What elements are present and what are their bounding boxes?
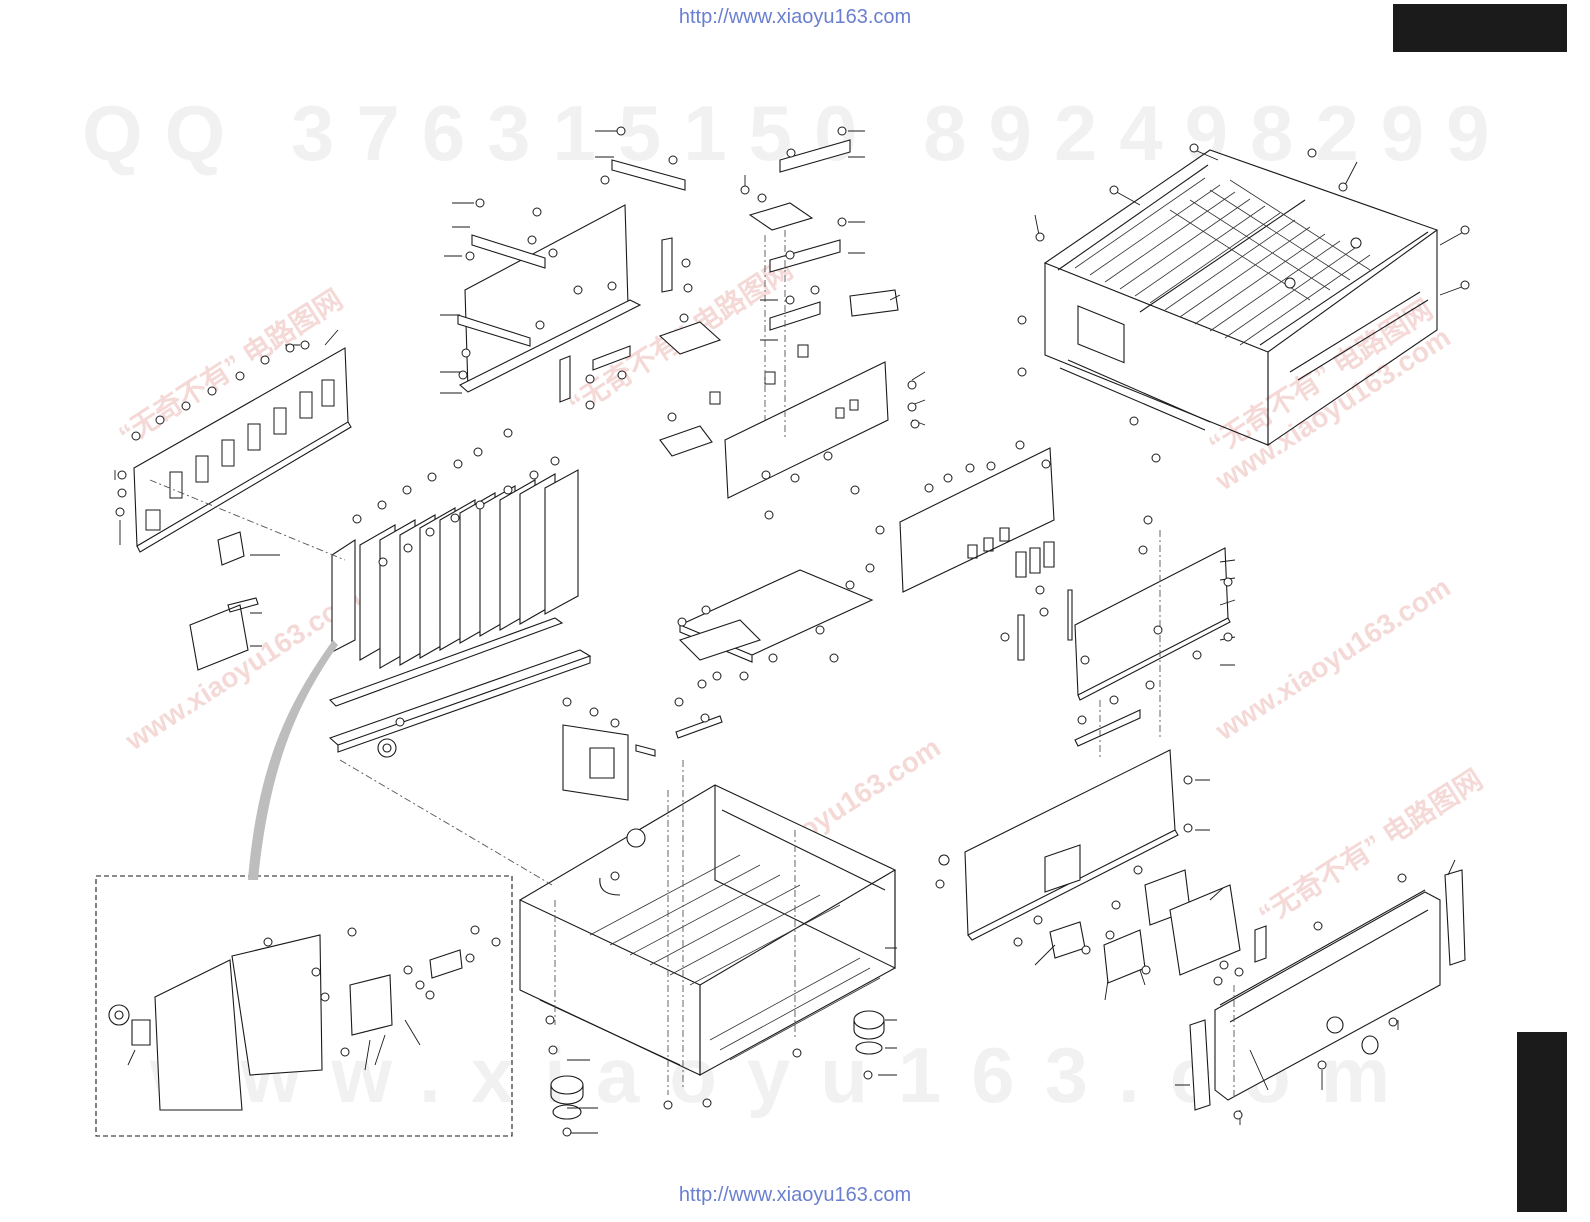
driver-pcb — [710, 345, 888, 498]
upper-brackets — [458, 160, 685, 402]
detail-inset — [96, 876, 512, 1136]
amplifier-modules — [332, 470, 578, 668]
small-pcb-left — [190, 532, 258, 670]
front-switch-assy — [1104, 870, 1266, 983]
transformer-pcb — [563, 725, 655, 800]
front-sub-chassis — [965, 750, 1178, 958]
right-chassis — [1018, 548, 1230, 746]
front-pcb — [900, 448, 1054, 592]
footer-url[interactable]: http://www.xiaoyu163.com — [0, 1184, 1590, 1207]
bottom-chassis — [520, 785, 895, 1075]
inset-arrow — [248, 640, 338, 880]
top-cover — [1045, 150, 1437, 445]
